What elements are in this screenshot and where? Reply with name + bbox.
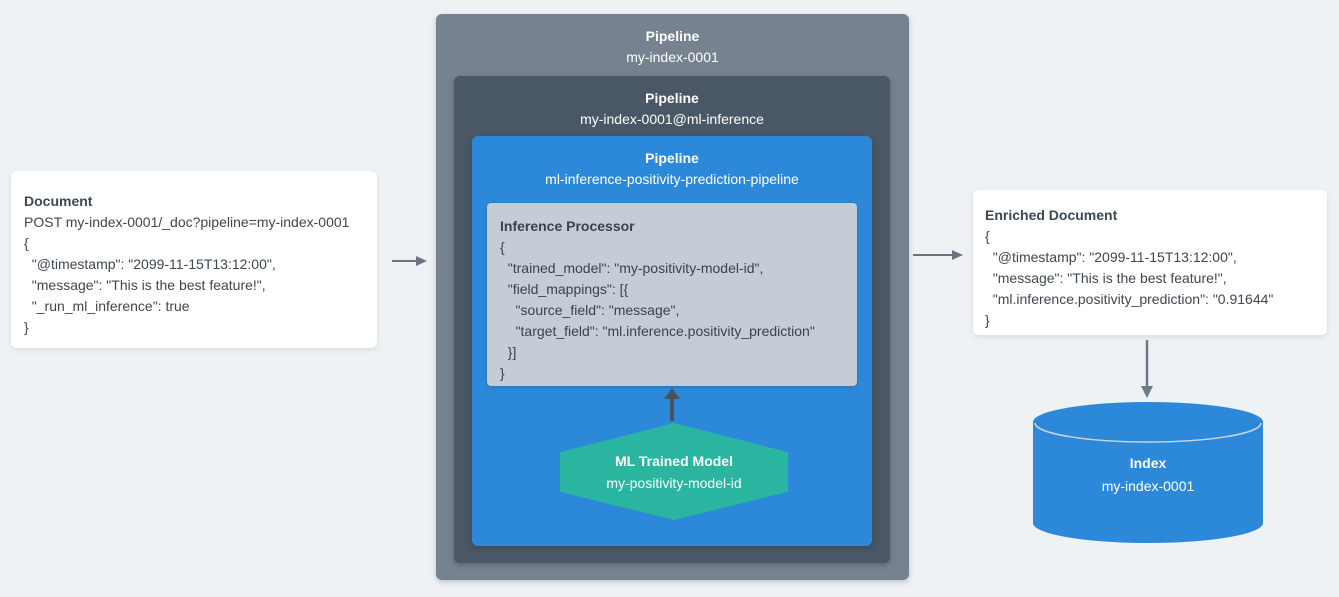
pipeline-ml-inference-name: my-index-0001@ml-inference xyxy=(580,111,764,127)
index-cylinder: Index my-index-0001 xyxy=(1033,402,1263,543)
pipeline-outer-header: Pipeline my-index-0001 xyxy=(436,14,909,68)
ml-trained-model-hexagon: ML Trained Model my-positivity-model-id xyxy=(560,423,788,520)
inference-processor-title: Inference Processor xyxy=(500,218,635,234)
code-line: { xyxy=(24,235,29,251)
index-cylinder-shape xyxy=(1033,402,1263,543)
inference-processor-code: { "trained_model": "my-positivity-model-… xyxy=(500,237,844,384)
code-line: "source_field": "message", xyxy=(500,302,680,318)
pipeline-ml-inference-label: Pipeline xyxy=(645,90,699,106)
code-line: { xyxy=(985,228,990,244)
code-line: { xyxy=(500,239,505,255)
enriched-document-card: Enriched Document { "@timestamp": "2099-… xyxy=(973,190,1327,335)
code-line: "field_mappings": [{ xyxy=(500,281,629,297)
code-line: "_run_ml_inference": true xyxy=(24,298,190,314)
code-line: "message": "This is the best feature!", xyxy=(985,270,1227,286)
enriched-document-code: { "@timestamp": "2099-11-15T13:12:00", "… xyxy=(985,226,1315,331)
code-line: "trained_model": "my-positivity-model-id… xyxy=(500,260,764,276)
code-line: "message": "This is the best feature!", xyxy=(24,277,266,293)
ml-trained-model-name: my-positivity-model-id xyxy=(606,474,742,491)
code-line: "@timestamp": "2099-11-15T13:12:00", xyxy=(24,256,276,272)
code-line: }] xyxy=(500,344,517,360)
enriched-document-title: Enriched Document xyxy=(985,207,1118,223)
code-line: "@timestamp": "2099-11-15T13:12:00", xyxy=(985,249,1237,265)
arrow-document-to-pipeline-icon xyxy=(392,256,427,266)
code-line: "target_field": "ml.inference.positivity… xyxy=(500,323,815,339)
code-line: } xyxy=(985,312,990,328)
pipeline-outer-name: my-index-0001 xyxy=(626,49,719,65)
code-line: "ml.inference.positivity_prediction": "0… xyxy=(985,291,1274,307)
index-label: Index xyxy=(1129,455,1167,471)
pipeline-outer-box: Pipeline my-index-0001 Pipeline my-index… xyxy=(436,14,909,580)
pipeline-ml-inference-header: Pipeline my-index-0001@ml-inference xyxy=(454,76,890,130)
arrow-enriched-to-index-icon xyxy=(1141,340,1153,398)
pipeline-outer-label: Pipeline xyxy=(645,28,700,44)
pipeline-prediction-name: ml-inference-positivity-prediction-pipel… xyxy=(545,171,799,187)
code-line: } xyxy=(24,319,29,335)
code-line: POST my-index-0001/_doc?pipeline=my-inde… xyxy=(24,214,350,230)
inference-processor-box: Inference Processor { "trained_model": "… xyxy=(487,203,857,386)
pipeline-prediction-header: Pipeline ml-inference-positivity-predict… xyxy=(472,136,872,190)
document-card-code: POST my-index-0001/_doc?pipeline=my-inde… xyxy=(24,212,364,338)
pipeline-prediction-box: Pipeline ml-inference-positivity-predict… xyxy=(472,136,872,546)
pipeline-prediction-label: Pipeline xyxy=(645,150,699,166)
code-line: } xyxy=(500,365,505,381)
ml-trained-model-label: ML Trained Model xyxy=(615,452,733,469)
index-name: my-index-0001 xyxy=(1101,478,1195,494)
document-card: Document POST my-index-0001/_doc?pipelin… xyxy=(11,171,377,348)
index-label-block: Index my-index-0001 xyxy=(1033,452,1263,498)
document-card-title: Document xyxy=(24,193,93,209)
pipeline-ml-inference-box: Pipeline my-index-0001@ml-inference Pipe… xyxy=(454,76,890,563)
arrow-pipeline-to-enriched-icon xyxy=(913,250,963,260)
